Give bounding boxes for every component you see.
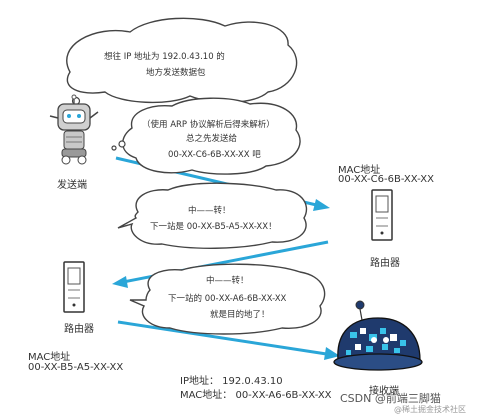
speech-bubble-4 bbox=[129, 263, 326, 335]
sender-label: 发送端 bbox=[57, 180, 87, 191]
router-right-icon bbox=[371, 189, 393, 241]
bubble-4-line-1: 中——转！ bbox=[206, 276, 249, 286]
bubble-3-line-2: 下一站是 00-XX-B5-A5-XX-XX！ bbox=[150, 222, 277, 232]
arrow-router-to-receiver bbox=[117, 320, 340, 360]
thought-bubble-2 bbox=[122, 97, 301, 175]
receiver-label: 接收端 bbox=[369, 386, 399, 397]
router-left-label: 路由器 bbox=[64, 324, 94, 335]
speech-bubble-3 bbox=[117, 182, 308, 249]
router-left-icon bbox=[63, 261, 85, 313]
bubble-4-line-3: 就是目的地了！ bbox=[210, 310, 270, 320]
bubble-2-line-1: （使用 ARP 协议解析后得来解析） bbox=[142, 120, 275, 130]
watermark-main: CSDN @前端三脚猫 bbox=[340, 392, 441, 405]
bubble-2-line-3: 00-XX-C6-6B-XX-XX 吧 bbox=[168, 150, 261, 160]
router-right-label: 路由器 bbox=[370, 258, 400, 269]
receiver-ip: IP地址： 192.0.43.10 bbox=[180, 376, 283, 387]
sender-robot-icon bbox=[49, 94, 99, 165]
router-right-mac-title: MAC地址 bbox=[338, 165, 381, 176]
router-right-mac: 00-XX-C6-6B-XX-XX bbox=[338, 174, 434, 185]
router-left-mac-title: MAC地址 bbox=[28, 352, 71, 363]
thought-bubble-1 bbox=[66, 17, 298, 104]
bubble-3-line-1: 中——转！ bbox=[188, 206, 231, 216]
watermark-sub: @稀土掘金技术社区 bbox=[394, 405, 466, 414]
receiver-icon bbox=[333, 300, 423, 371]
receiver-mac: MAC地址： 00-XX-A6-6B-XX-XX bbox=[180, 390, 332, 401]
bubble-4-line-2: 下一站的 00-XX-A6-6B-XX-XX bbox=[168, 294, 287, 304]
bubble-1-line-1: 想往 IP 地址为 192.0.43.10 的 bbox=[104, 52, 225, 62]
bubble-2-line-2: 总之先发送给 bbox=[186, 134, 238, 144]
bubble-1-line-2: 地方发送数据包 bbox=[146, 68, 206, 78]
router-left-mac: 00-XX-B5-A5-XX-XX bbox=[28, 362, 124, 373]
